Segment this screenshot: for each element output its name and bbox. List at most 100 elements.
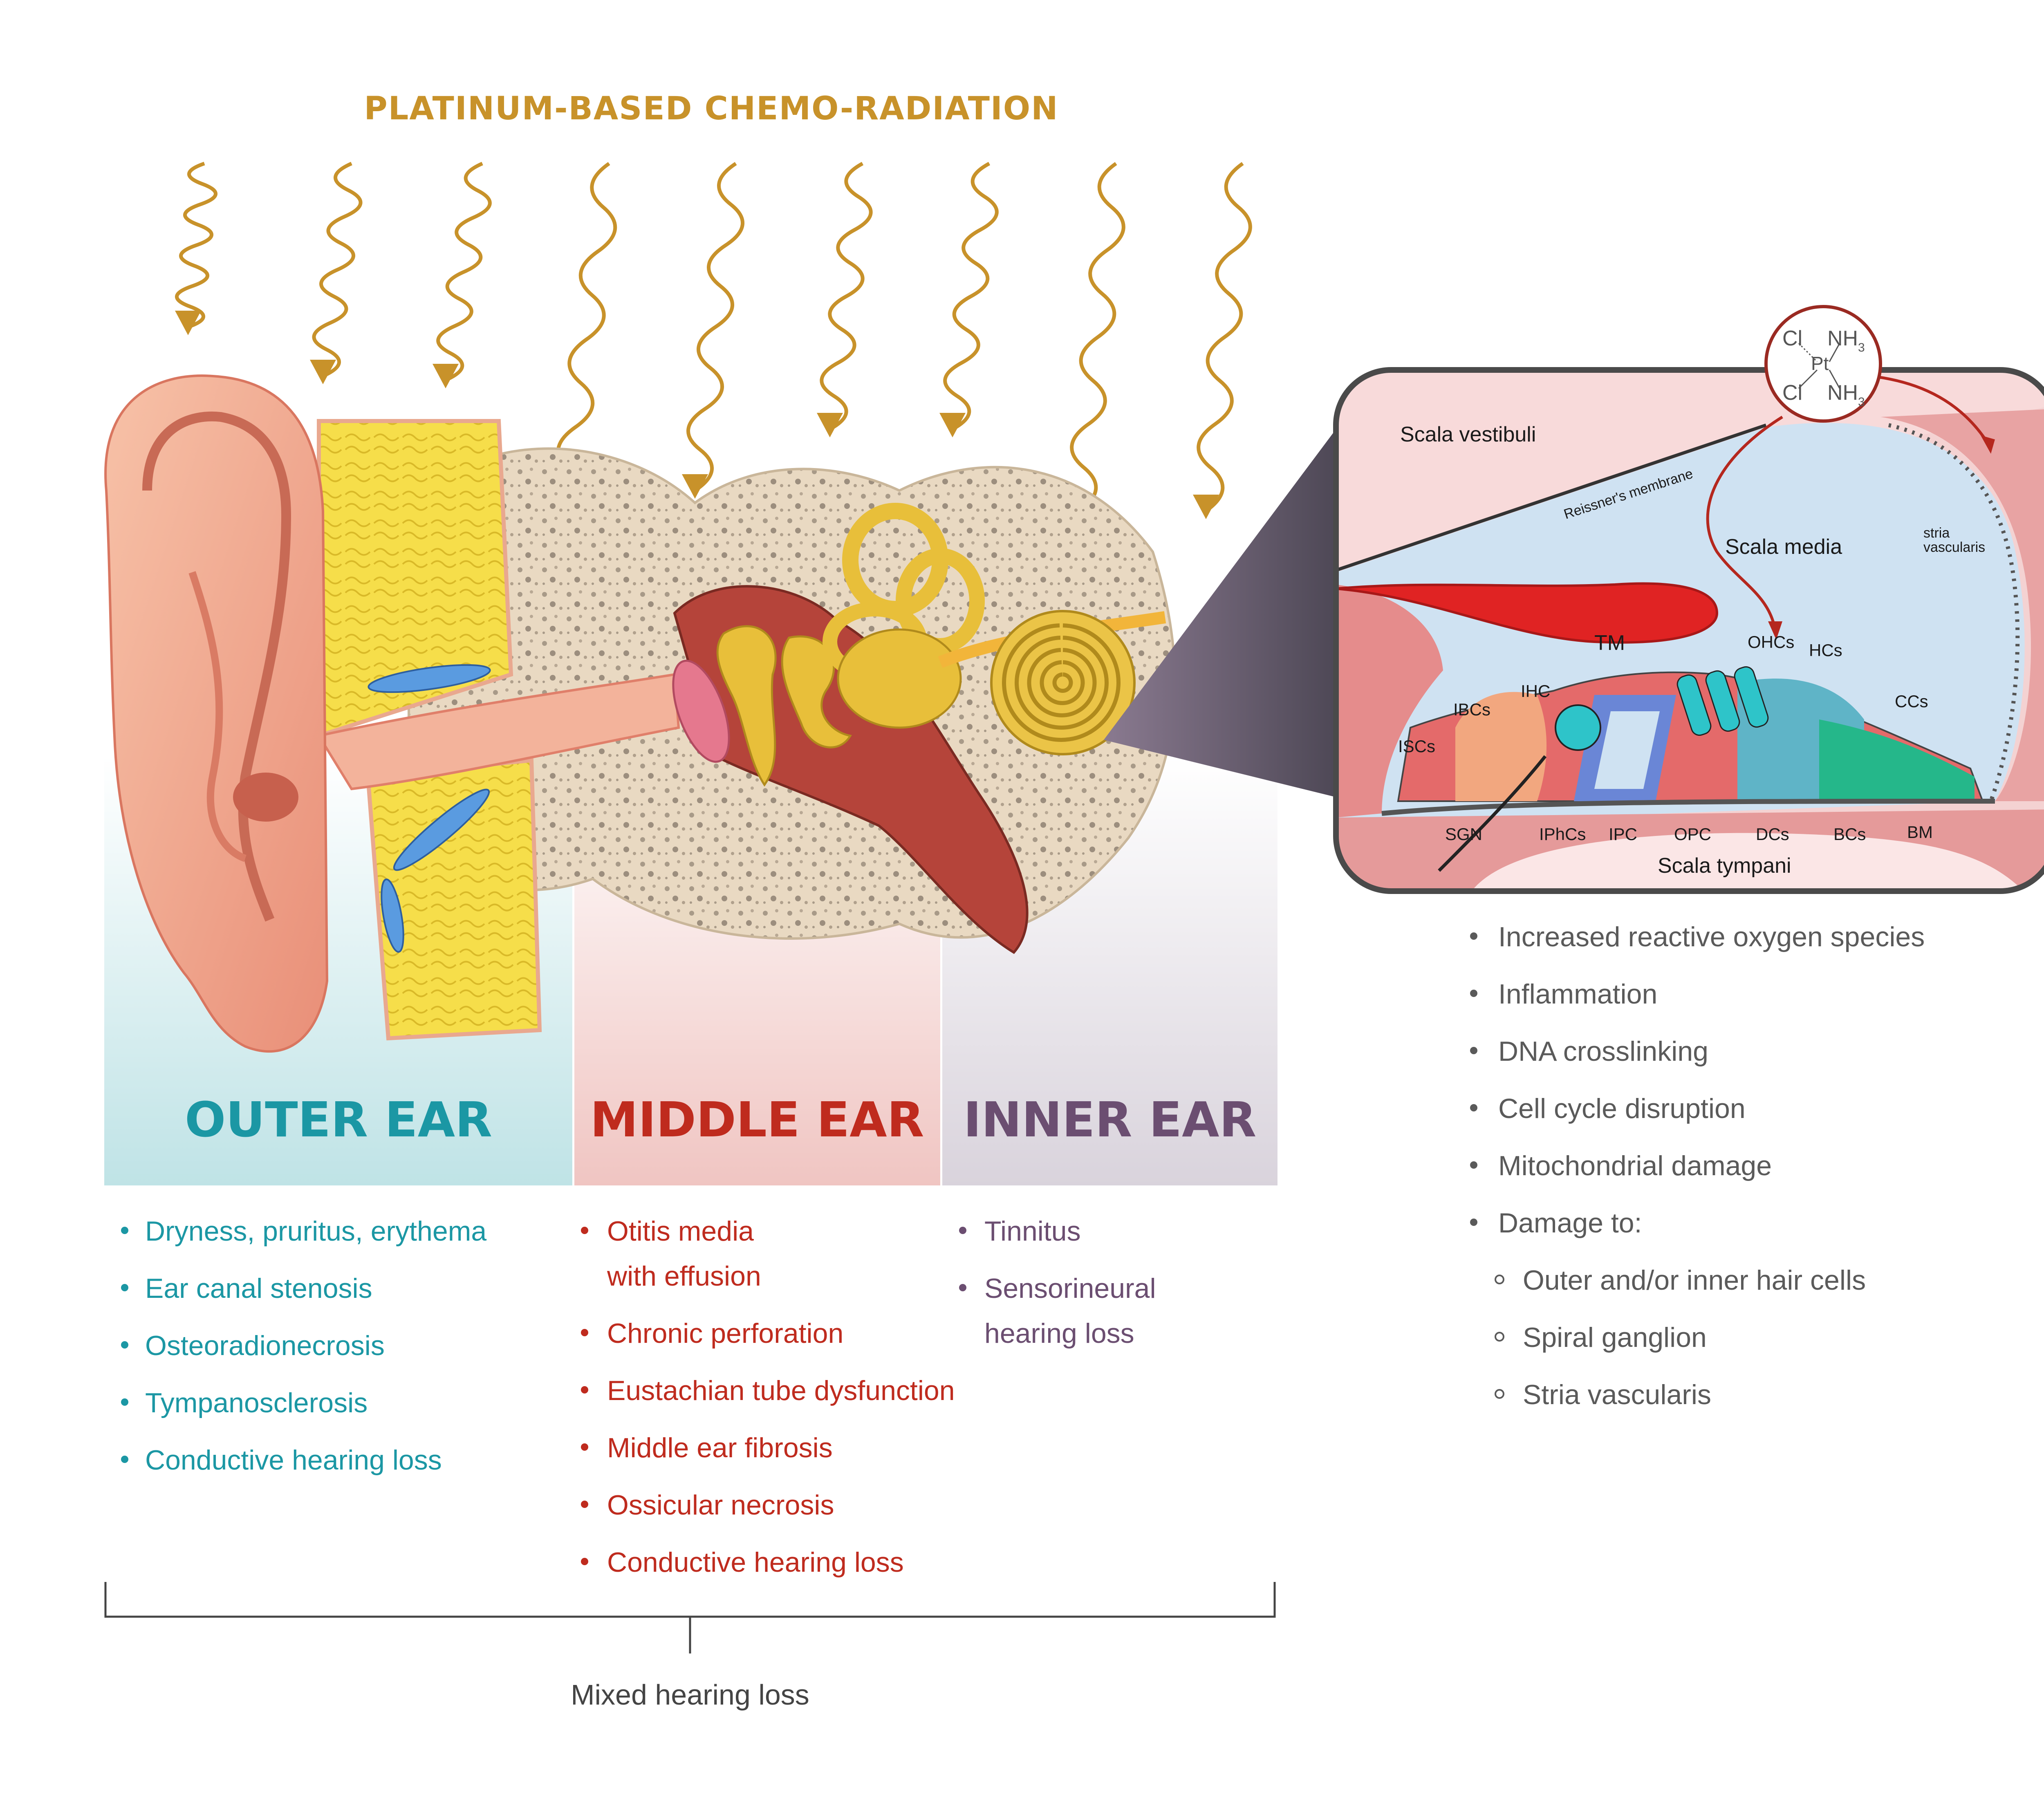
bond-cl2 xyxy=(1798,369,1818,389)
basilar-membrane xyxy=(1381,799,1995,816)
label-dcs: DCs xyxy=(1756,824,1789,844)
bullet xyxy=(121,1341,128,1349)
effect-item-3: DNA crosslinking xyxy=(1498,1036,1708,1067)
radiation-arrowhead-5 xyxy=(682,474,708,499)
label-scala-tympani: Scala tympani xyxy=(1658,854,1791,878)
label-scala-vestibuli: Scala vestibuli xyxy=(1400,423,1536,446)
molecule-circle xyxy=(1764,305,1882,423)
radiation-wave-8 xyxy=(1070,162,1125,513)
effect-subitem-1: Outer and/or inner hair cells xyxy=(1523,1265,1866,1296)
radiation-arrowhead-3 xyxy=(433,364,459,388)
radiation-wave-7 xyxy=(943,162,999,431)
label-ibcs: IBCs xyxy=(1453,700,1490,719)
radiation-wave-3 xyxy=(436,161,492,382)
heading-inner-ear: INNER EAR xyxy=(964,1091,1257,1148)
spiral-ganglion-fiber xyxy=(1438,755,1547,872)
molecule-nh2: NH xyxy=(1827,381,1858,405)
label-tm: TM xyxy=(1594,631,1625,655)
radiation-wave-1 xyxy=(175,161,217,329)
label-sgn: SGN xyxy=(1445,824,1482,844)
bullet xyxy=(121,1284,128,1291)
zoom-cone xyxy=(1104,429,1336,797)
inner-item-2b: hearing loss xyxy=(984,1318,1134,1349)
reissners-membrane xyxy=(1336,423,1767,572)
heading-outer-ear: OUTER EAR xyxy=(185,1091,492,1148)
radiation-arrowhead-7 xyxy=(939,413,966,437)
cartilage-mid xyxy=(393,789,490,871)
inner-item-2a: Sensorineural xyxy=(984,1273,1156,1304)
bullet xyxy=(121,1398,128,1406)
label-bm: BM xyxy=(1907,822,1933,842)
molecule-sub1: 3 xyxy=(1858,341,1865,354)
bond-cl1 xyxy=(1798,343,1818,363)
bullet xyxy=(1470,932,1477,940)
middle-item-1a: Otitis media xyxy=(607,1216,754,1247)
label-hcs: HCs xyxy=(1809,641,1842,660)
outer-item-2: Ear canal stenosis xyxy=(145,1273,372,1304)
bullet xyxy=(581,1227,588,1234)
heading-middle-ear: MIDDLE EAR xyxy=(590,1091,924,1148)
inner-ear-list: Tinnitus Sensorineural hearing loss xyxy=(959,1216,1156,1349)
concha xyxy=(233,773,298,822)
middle-item-2: Chronic perforation xyxy=(607,1318,843,1349)
malleus xyxy=(716,625,777,787)
label-bcs: BCs xyxy=(1833,824,1866,844)
label-stria-2: vascularis xyxy=(1923,540,1985,555)
stria-vascularis-band xyxy=(1880,409,2044,801)
outer-item-5: Conductive hearing loss xyxy=(145,1445,442,1476)
effect-item-4: Cell cycle disruption xyxy=(1498,1093,1746,1124)
bullet xyxy=(121,1456,128,1463)
bullet xyxy=(581,1443,588,1451)
inner-sulcus-cells xyxy=(1455,692,1547,801)
stria-dots xyxy=(1888,423,2020,802)
antihelix-fold xyxy=(188,571,247,862)
molecule-cl1: Cl xyxy=(1782,327,1802,350)
effect-item-2: Inflammation xyxy=(1498,979,1657,1010)
cochlea-inset: Scala vestibuli Reissner's membrane Scal… xyxy=(1333,367,2044,894)
figure-title: PLATINUM-BASED CHEMO-RADIATION xyxy=(364,90,1058,127)
radiation-arrowhead-6 xyxy=(817,413,843,437)
outer-hair-cell-1 xyxy=(1676,674,1712,736)
radiation-arrowhead-1 xyxy=(175,311,201,335)
bullet xyxy=(1470,990,1477,997)
spiral-limbus xyxy=(1336,585,1443,818)
eardrum xyxy=(672,659,730,763)
effects-list: Increased reactive oxygen species Inflam… xyxy=(1470,921,1925,1410)
bullet xyxy=(1470,1161,1477,1169)
radiation-arrows xyxy=(175,161,1252,523)
bullet xyxy=(581,1501,588,1508)
outer-hair-cell-2 xyxy=(1705,670,1740,732)
sub-bullet xyxy=(1495,1389,1504,1399)
bullet xyxy=(959,1284,966,1291)
tectorial-membrane xyxy=(1336,582,1719,644)
label-ohcs: OHCs xyxy=(1748,632,1794,652)
effect-subitem-2: Spiral ganglion xyxy=(1523,1322,1707,1353)
scala-tympani-space xyxy=(1472,833,2024,891)
outer-item-3: Osteoradionecrosis xyxy=(145,1330,385,1361)
ear-illustration xyxy=(104,374,1177,1053)
label-stria-1: stria xyxy=(1923,525,1950,541)
bond-nh1 xyxy=(1829,343,1840,362)
claudius-cells xyxy=(1819,719,1975,801)
label-iphcs: IPhCs xyxy=(1539,824,1586,844)
cochlea xyxy=(990,610,1136,755)
bullet xyxy=(121,1227,128,1234)
bullet xyxy=(581,1558,588,1565)
outer-hair-cell-3 xyxy=(1734,666,1769,728)
drug-path-arrow-1 xyxy=(1706,416,1783,626)
bullet xyxy=(1470,1047,1477,1054)
drug-path-arrowhead-2 xyxy=(1981,435,1995,454)
bullet xyxy=(959,1227,966,1234)
sub-bullet xyxy=(1495,1332,1504,1342)
label-scala-media: Scala media xyxy=(1725,535,1842,559)
bullet xyxy=(1470,1104,1477,1111)
middle-item-6: Conductive hearing loss xyxy=(607,1547,904,1578)
sub-bullet xyxy=(1495,1275,1504,1284)
mixed-hearing-loss-bracket: Mixed hearing loss xyxy=(104,1582,1276,1711)
mixed-hearing-loss-label: Mixed hearing loss xyxy=(571,1679,809,1711)
label-ccs: CCs xyxy=(1895,692,1928,711)
radiation-wave-2 xyxy=(312,161,363,378)
effect-item-1: Increased reactive oxygen species xyxy=(1498,921,1925,952)
effect-item-5: Mitochondrial damage xyxy=(1498,1150,1772,1181)
outer-ear-list: Dryness, pruritus, erythema Ear canal st… xyxy=(121,1216,486,1476)
